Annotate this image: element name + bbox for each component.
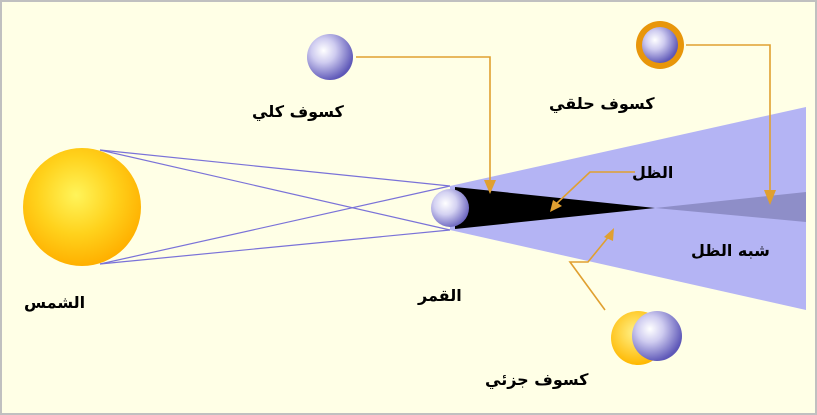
total-eclipse-label: كسوف كلي (252, 102, 344, 121)
arrowhead-umbra (550, 200, 562, 212)
sun (23, 148, 141, 266)
arrowhead-total (484, 180, 496, 194)
total-eclipse-moon (307, 34, 353, 80)
pointer-arrowheads (484, 180, 776, 241)
pointer-partial (568, 234, 611, 311)
moon (431, 189, 469, 227)
pointers (356, 44, 771, 311)
sun-label: الشمس (24, 293, 86, 312)
penumbra-label: شبه الظل (691, 241, 770, 260)
sun-rays (99, 149, 451, 265)
annular-eclipse-label: كسوف حلقي (549, 94, 655, 113)
umbra-label: الظل (632, 163, 674, 182)
pointer-total (356, 56, 491, 190)
partial-eclipse-moon (632, 311, 682, 361)
partial-eclipse-label: كسوف جزئي (485, 370, 589, 389)
pointer-umbra (554, 171, 635, 206)
pointer-annular (686, 44, 771, 198)
annular-eclipse-moon (642, 27, 678, 63)
arrowhead-partial (604, 228, 614, 241)
moon-label: القمر (418, 286, 462, 305)
arrowhead-annular (764, 190, 776, 205)
